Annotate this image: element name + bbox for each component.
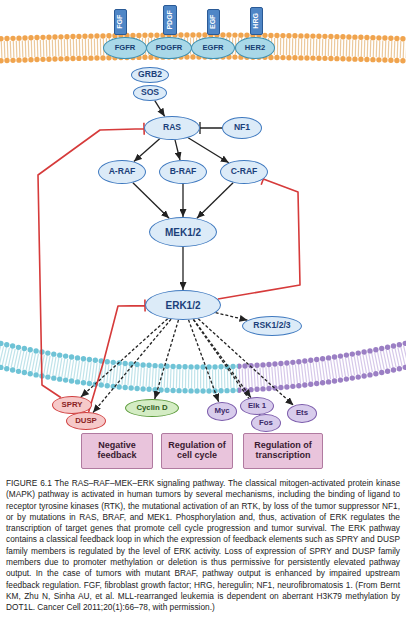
plasma-membrane	[0, 35, 406, 61]
category-box: Negative feedback	[81, 433, 153, 469]
category-box: Regulation of cell cycle	[161, 433, 233, 469]
protein-oval: C-RAF	[220, 160, 268, 184]
node-label: Cyclin D	[136, 404, 167, 413]
protein-oval: B-RAF	[159, 160, 207, 184]
activation-arrow	[175, 140, 180, 160]
kinase-oval: MEK1/2	[149, 217, 217, 247]
node-label: NF1	[234, 123, 250, 132]
protein-oval: RSK1/2/3	[242, 316, 302, 336]
transcription-factor-oval: Myc	[207, 402, 237, 421]
activation-arrow	[182, 184, 183, 217]
node-label: Negative feedback	[82, 441, 152, 461]
node-label: PDGFR	[156, 44, 183, 52]
node-label: GRB2	[138, 70, 162, 79]
ligand-box: PDGF	[163, 5, 177, 35]
node-label: RSK1/2/3	[253, 321, 290, 330]
ligand-box: HRG	[250, 7, 263, 35]
transcription-factor-oval: Elk 1	[240, 397, 274, 415]
node-label: PDGF	[166, 10, 174, 29]
receptor-oval: FGFR	[103, 37, 147, 59]
receptor-oval: PDGFR	[146, 37, 192, 59]
transcription-factor-oval: Ets	[287, 404, 317, 423]
node-label: C-RAF	[231, 167, 258, 176]
activation-arrow	[155, 101, 165, 117]
protein-oval: A-RAF	[98, 160, 146, 184]
protein-oval: SOS	[133, 85, 167, 101]
feedback-connector	[218, 174, 300, 300]
nuclear-membrane	[0, 342, 238, 391]
node-label: RAS	[163, 123, 181, 132]
node-label: Regulation of cell cycle	[162, 441, 232, 461]
node-label: EGFR	[202, 44, 223, 52]
node-label: ERK1/2	[165, 300, 200, 311]
node-label: EGF	[209, 15, 217, 29]
activation-arrow	[134, 139, 160, 162]
node-label: FGFR	[115, 44, 136, 52]
protein-oval: GRB2	[131, 67, 169, 83]
category-box: Regulation of transcription	[243, 433, 323, 469]
activation-arrow	[197, 183, 233, 219]
nuclear-membrane	[238, 342, 406, 391]
protein-oval: RAS	[144, 116, 200, 140]
activation-arrow	[133, 183, 169, 219]
inhibition-connector	[200, 122, 222, 134]
node-label: HER2	[245, 44, 265, 52]
node-label: Myc	[214, 407, 229, 416]
feedback-connector	[89, 300, 146, 413]
kinase-oval: ERK1/2	[145, 290, 221, 320]
node-label: FGF	[116, 15, 124, 29]
figure-caption: FIGURE 6.1 The RAS–RAF–MEK–ERK signaling…	[6, 478, 400, 614]
activation-arrow	[216, 313, 248, 321]
cellcycle-oval: Cyclin D	[125, 399, 179, 417]
activation-arrow	[155, 320, 179, 399]
node-label: Fos	[259, 419, 273, 428]
node-label: MEK1/2	[165, 227, 201, 238]
node-label: Elk 1	[248, 402, 266, 411]
node-label: SPRY	[62, 401, 83, 410]
node-label: HRG	[252, 13, 260, 29]
protein-oval: NF1	[222, 117, 262, 139]
node-label: B-RAF	[170, 167, 197, 176]
activation-arrow	[188, 138, 229, 163]
activation-arrow	[182, 247, 183, 290]
activation-arrow	[194, 319, 251, 397]
transcription-factor-oval: Fos	[251, 414, 281, 432]
node-label: A-RAF	[109, 167, 136, 176]
activation-arrow	[81, 319, 168, 397]
node-label: SOS	[141, 88, 159, 97]
node-label: DUSP	[75, 417, 97, 426]
receptor-oval: HER2	[235, 37, 275, 59]
ligand-box: EGF	[207, 9, 220, 35]
node-label: Ets	[296, 409, 308, 418]
ligand-box: FGF	[114, 9, 127, 35]
receptor-oval: EGFR	[191, 37, 235, 59]
feedback-oval: DUSP	[66, 412, 106, 430]
node-label: Regulation of transcription	[244, 441, 322, 461]
